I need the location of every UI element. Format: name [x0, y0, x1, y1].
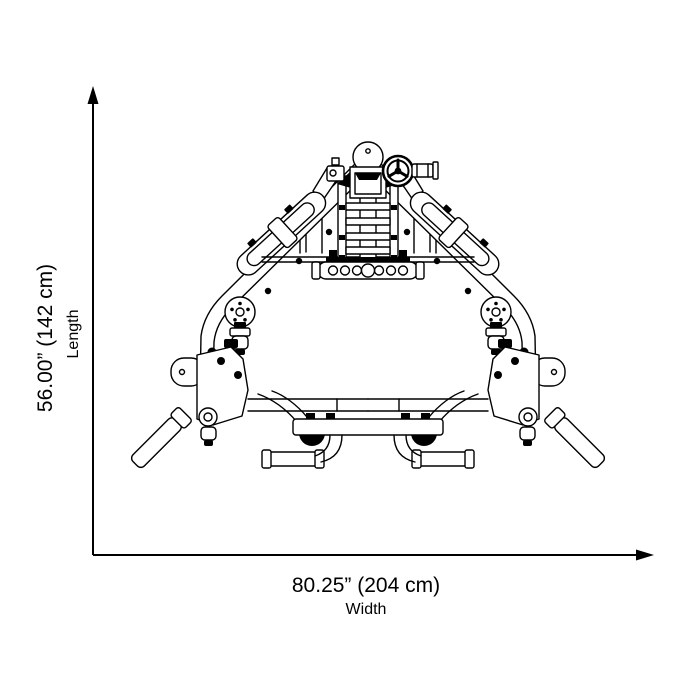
length-axis-arrow [87, 86, 99, 555]
width-dimension-value: 80.25” (204 cm) [292, 574, 440, 597]
hand-wheel [381, 154, 415, 188]
width-axis-label: Width [346, 601, 387, 618]
press-arm [236, 191, 327, 276]
pivot-disc [224, 296, 256, 328]
length-axis-label: Length [65, 310, 82, 359]
apex-pulley-assembly [326, 141, 439, 199]
bottom-frame-bar [292, 413, 444, 436]
transport-wheel [299, 433, 325, 446]
foot-plate [311, 250, 425, 280]
adjustment-handle [411, 161, 439, 180]
weight-horn [130, 407, 192, 469]
width-axis-arrow [93, 549, 654, 561]
corner-bracket [170, 339, 249, 446]
length-dimension-value: 56.00” (142 cm) [34, 264, 57, 412]
foot-peg [261, 434, 343, 469]
machine-drawing [130, 141, 609, 472]
